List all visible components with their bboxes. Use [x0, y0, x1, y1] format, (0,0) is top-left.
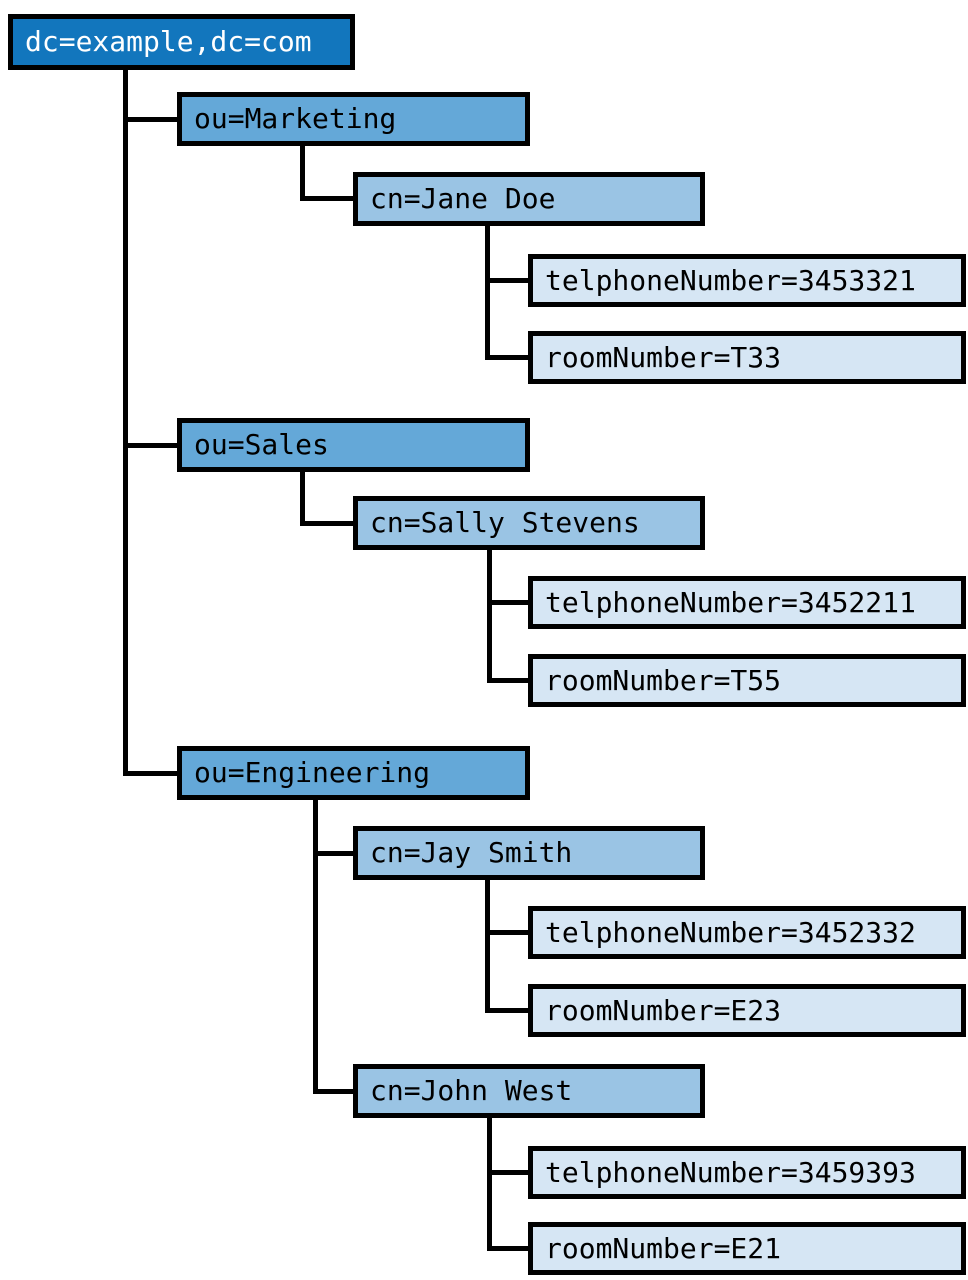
connector-sales-drop	[300, 472, 305, 526]
connector-branch-sally-tel	[487, 600, 528, 605]
tree-node-attr-jay-room: roomNumber=E23	[528, 984, 966, 1037]
tree-node-attr-john-telephone: telphoneNumber=3459393	[528, 1146, 966, 1199]
tree-node-attr-sally-room: roomNumber=T55	[528, 654, 966, 707]
tree-node-ou-engineering: ou=Engineering	[177, 746, 530, 800]
connector-john-drop	[487, 1118, 492, 1251]
connector-branch-john	[313, 1089, 353, 1094]
connector-branch-sally-room	[487, 678, 528, 683]
connector-engineering-drop	[313, 800, 318, 1094]
connector-branch-sales	[123, 443, 177, 448]
connector-branch-john-tel	[487, 1170, 528, 1175]
tree-node-attr-jay-telephone: telphoneNumber=3452332	[528, 906, 966, 959]
connector-branch-jane	[300, 196, 353, 201]
connector-branch-jay-tel	[485, 930, 528, 935]
connector-root-trunk	[123, 70, 128, 776]
tree-node-cn-jane-doe: cn=Jane Doe	[353, 172, 705, 226]
tree-node-attr-jane-telephone: telphoneNumber=3453321	[528, 254, 966, 307]
connector-branch-engineering	[123, 771, 177, 776]
connector-branch-jay-room	[485, 1008, 528, 1013]
tree-node-attr-sally-telephone: telphoneNumber=3452211	[528, 576, 966, 629]
connector-jay-drop	[485, 880, 490, 1013]
tree-node-ou-marketing: ou=Marketing	[177, 92, 530, 146]
connector-branch-marketing	[123, 117, 177, 122]
connector-jane-drop	[485, 226, 490, 360]
connector-branch-jane-tel	[485, 278, 528, 283]
tree-node-cn-john-west: cn=John West	[353, 1064, 705, 1118]
tree-node-attr-jane-room: roomNumber=T33	[528, 331, 966, 384]
connector-branch-john-room	[487, 1246, 528, 1251]
connector-branch-jane-room	[485, 355, 528, 360]
connector-branch-sally	[300, 521, 353, 526]
connector-marketing-drop	[300, 146, 305, 201]
tree-node-cn-jay-smith: cn=Jay Smith	[353, 826, 705, 880]
tree-node-dc-root: dc=example,dc=com	[8, 14, 355, 70]
tree-node-ou-sales: ou=Sales	[177, 418, 530, 472]
tree-node-attr-john-room: roomNumber=E21	[528, 1222, 966, 1275]
connector-sally-drop	[487, 550, 492, 683]
tree-node-cn-sally-stevens: cn=Sally Stevens	[353, 496, 705, 550]
connector-branch-jay	[313, 851, 353, 856]
